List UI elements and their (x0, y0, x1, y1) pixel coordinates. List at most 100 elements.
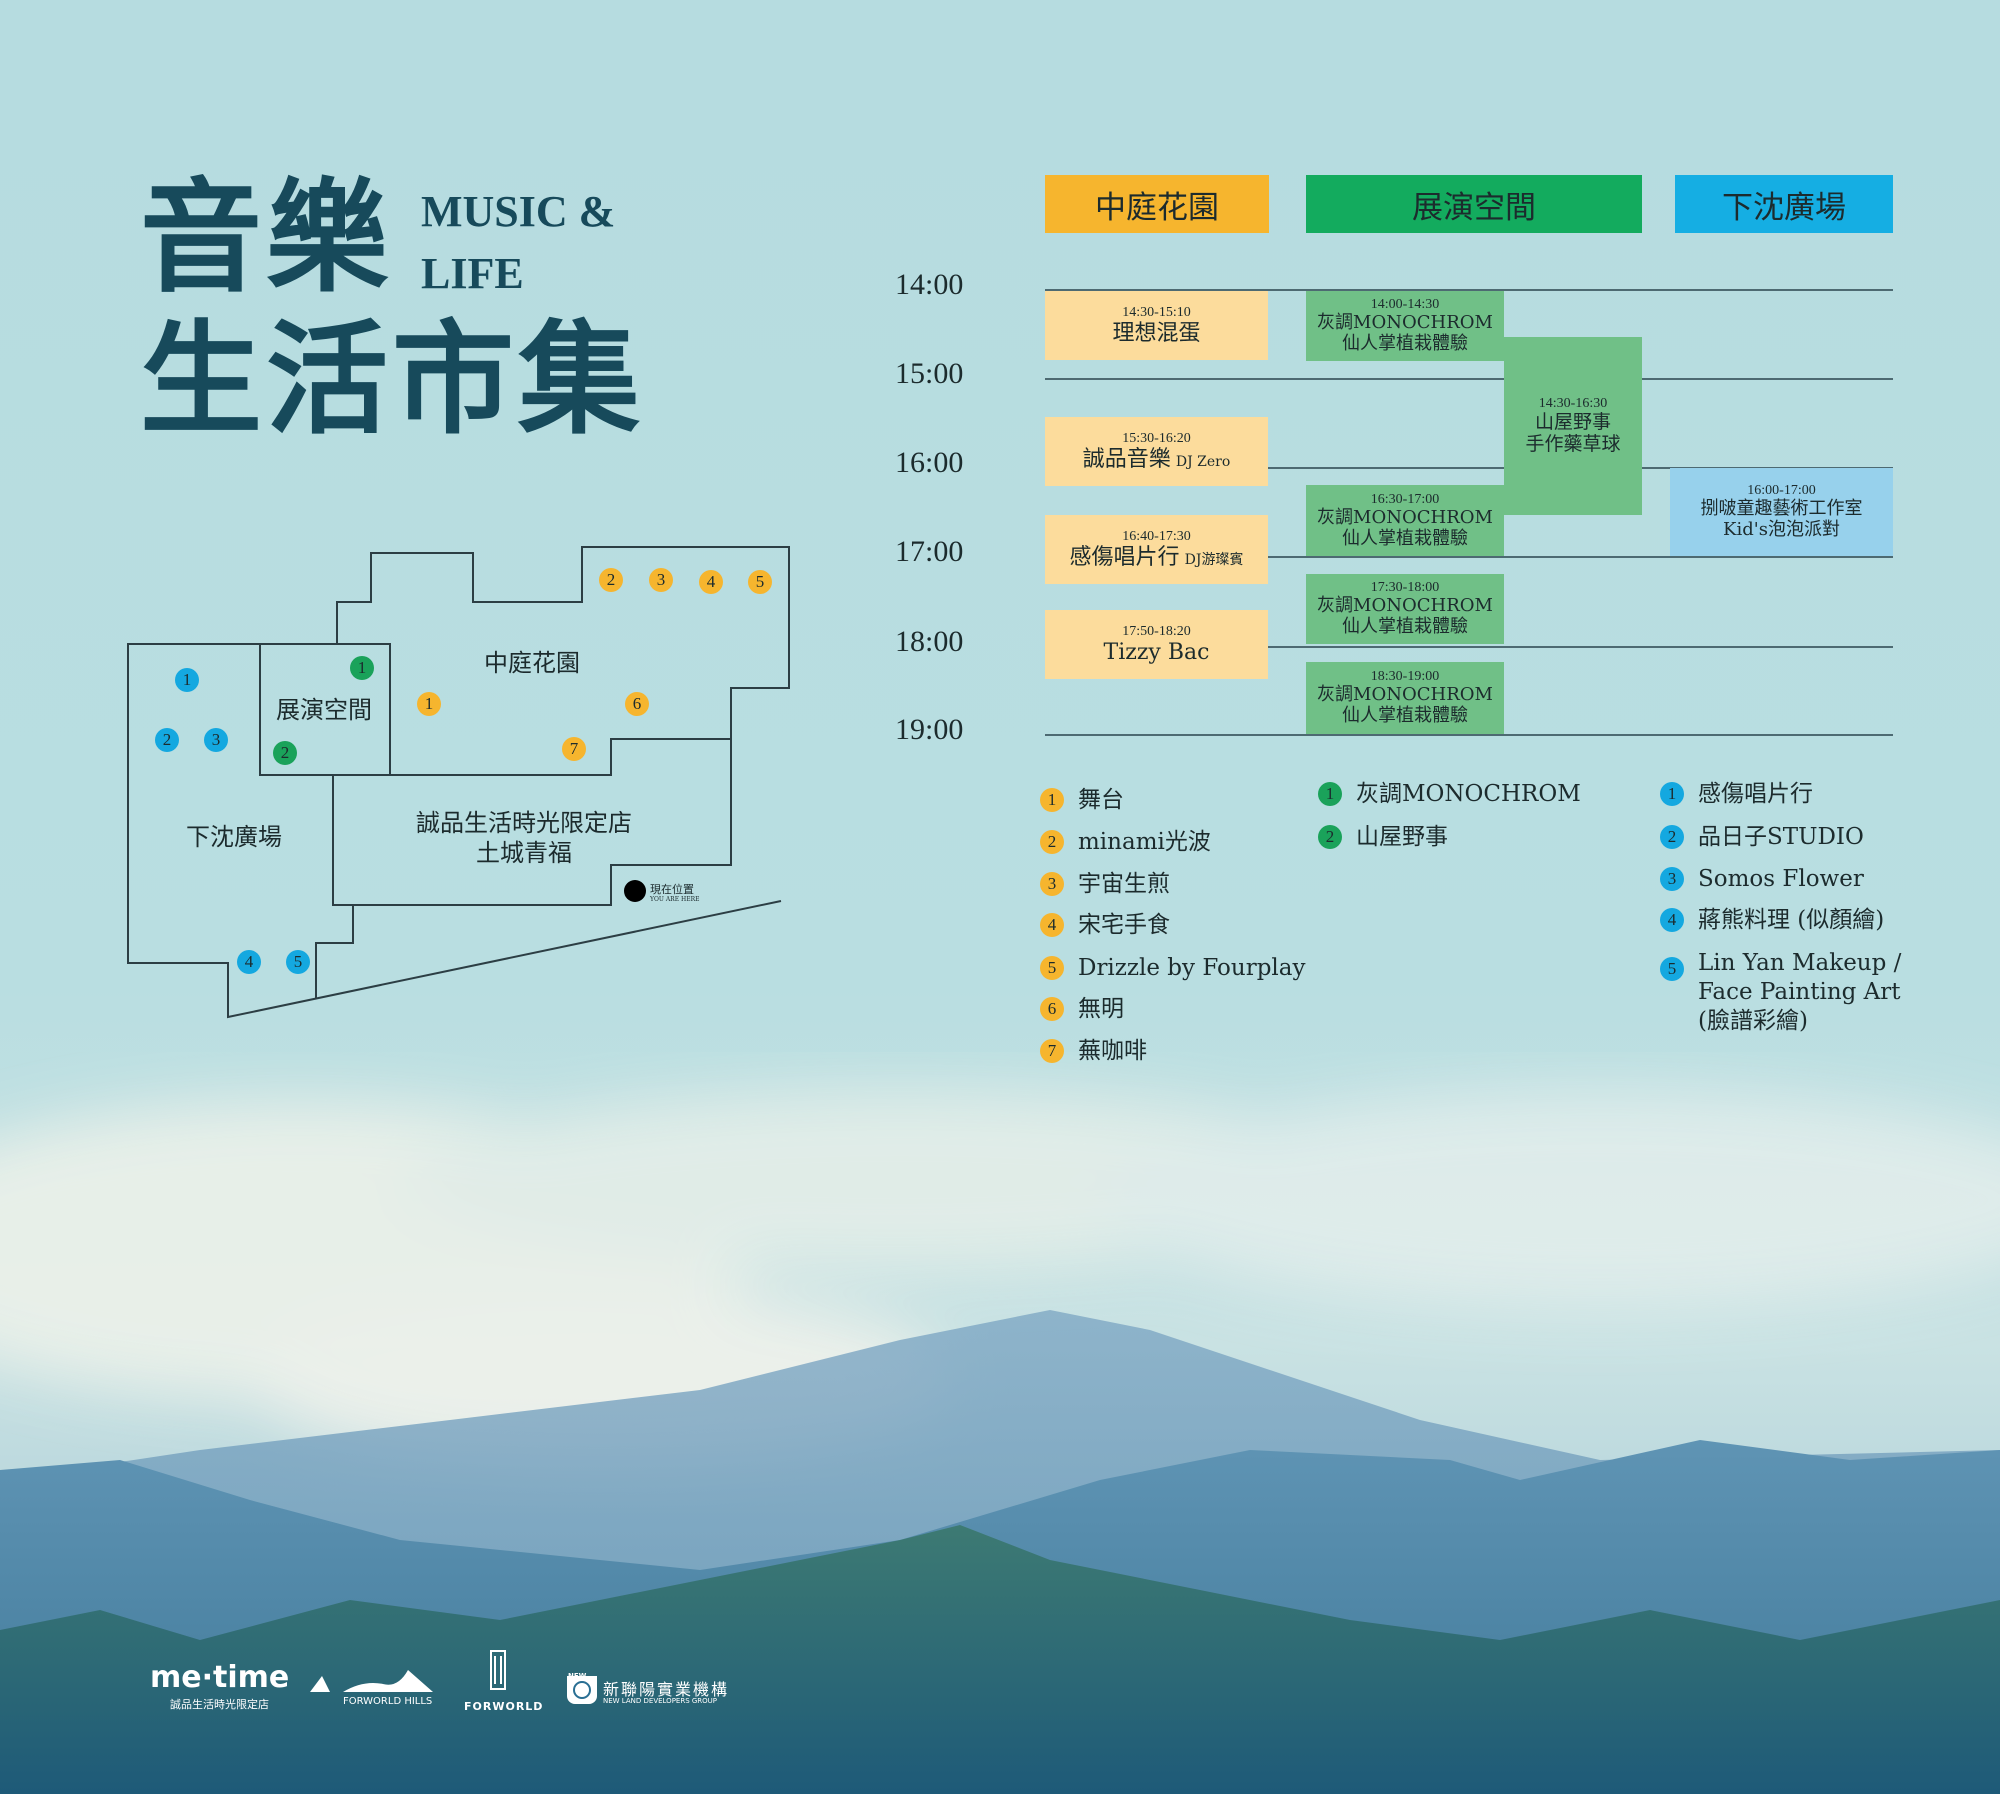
event-title: 山屋野事 (1534, 411, 1611, 434)
event-title-2: 仙人掌植栽體驗 (1342, 705, 1468, 727)
forworld-mark-icon (490, 1650, 506, 1690)
time-label: 17:00 (895, 535, 964, 568)
new-land-logo-zh: 新聯陽實業機構 (603, 1680, 730, 1699)
legend-number: 3 (1040, 872, 1064, 896)
legend-label: Lin Yan Makeup / (1698, 950, 1902, 976)
event-time: 15:30-16:20 (1122, 430, 1191, 446)
metime-logo-sub: 誠品生活時光限定店 (170, 1698, 269, 1711)
event-title-2: 仙人掌植栽體驗 (1342, 333, 1468, 355)
time-label: 18:00 (895, 625, 964, 658)
legend-item: 5 Drizzle by Fourplay (1040, 954, 1305, 983)
new-land-badge: NEW (568, 1672, 587, 1680)
event-subtitle: DJ Zero (1175, 453, 1231, 470)
time-label: 14:00 (895, 268, 964, 301)
event-title: 捌啵童趣藝術工作室 (1700, 498, 1863, 520)
map-label-store: 誠品生活時光限定店 (416, 809, 632, 837)
legend-number: 5 (1040, 956, 1064, 980)
legend-number: 4 (1660, 908, 1684, 932)
legend-label: Drizzle by Fourplay (1078, 955, 1306, 981)
legend-item: 4 蔣熊料理 (似顏繪) (1660, 906, 1884, 935)
map-marker-blue-2: 2 (155, 728, 179, 752)
map-marker-blue-1: 1 (175, 668, 199, 692)
title-en-music: MUSIC & (421, 187, 616, 236)
event-time: 14:30-15:10 (1122, 304, 1191, 320)
event-title-2: 仙人掌植栽體驗 (1342, 527, 1468, 549)
event-title-2: 手作藥草球 (1525, 433, 1621, 456)
map-marker-yellow-1: 1 (417, 692, 441, 716)
map-marker-blue-4: 4 (237, 950, 261, 974)
forworld-hills-mark-icon (310, 1670, 433, 1692)
hour-line (1045, 378, 1893, 380)
legend-label: 宇宙生煎 (1078, 871, 1170, 897)
map-marker-yellow-2: 2 (599, 568, 623, 592)
event-title: 誠品音樂 (1082, 446, 1171, 472)
venue-header-plaza: 下沈廣場 (1675, 175, 1893, 233)
event-time: 16:40-17:30 (1122, 528, 1191, 544)
legend-label: 無明 (1078, 996, 1124, 1022)
time-label: 15:00 (895, 357, 964, 390)
new-land-logo-en: NEW LAND DEVELOPERS GROUP (603, 1697, 718, 1705)
legend-number: 1 (1660, 782, 1684, 806)
map-marker-green-1: 1 (350, 656, 374, 680)
map-marker-yellow-6: 6 (625, 692, 649, 716)
event-title: 灰調MONOCHROM (1317, 506, 1493, 528)
event-time: 18:30-19:00 (1370, 669, 1440, 685)
hour-line (1045, 289, 1893, 291)
map-marker-yellow-3: 3 (649, 568, 673, 592)
legend-item: 3 宇宙生煎 (1040, 870, 1170, 899)
event-title: 灰調MONOCHROM (1317, 684, 1493, 706)
legend-number: 7 (1040, 1039, 1064, 1063)
legend-number: 6 (1040, 997, 1064, 1021)
legend-number: 1 (1318, 782, 1342, 806)
event-title-2: 仙人掌植栽體驗 (1342, 616, 1468, 638)
title-zh-market: 生活市集 (140, 307, 644, 451)
legend-label: 感傷唱片行 (1698, 781, 1813, 807)
legend-label: 品日子STUDIO (1698, 824, 1864, 850)
hour-line (1045, 556, 1893, 558)
venue-header-courtyard: 中庭花園 (1045, 175, 1269, 233)
legend-item: 2 minami光波 (1040, 828, 1211, 857)
legend-label-3: (臉譜彩繪) (1698, 1007, 1808, 1034)
venue-header-exhibition: 展演空間 (1306, 175, 1642, 233)
event-title-2: Kid's泡泡派對 (1723, 519, 1840, 541)
legend-label: minami光波 (1078, 829, 1211, 855)
map-marker-green-2: 2 (273, 741, 297, 765)
event-subtitle: DJ游璨賓 (1184, 551, 1244, 568)
forworld-hills-logo: FORWORLD HILLS (343, 1696, 433, 1707)
event-time: 16:30-17:00 (1370, 491, 1440, 507)
you-are-here-dot (624, 880, 646, 902)
legend-number: 3 (1660, 867, 1684, 891)
title-zh-music: 音樂 (140, 165, 392, 309)
event-time: 16:00-17:00 (1747, 483, 1816, 499)
floor-map (127, 546, 790, 1019)
legend-number: 2 (1040, 830, 1064, 854)
map-label-store-2: 土城青福 (476, 839, 572, 867)
map-marker-yellow-5: 5 (748, 570, 772, 594)
hour-line (1045, 734, 1893, 736)
legend-label: 宋宅手食 (1078, 912, 1170, 938)
event-title: 灰調MONOCHROM (1317, 595, 1493, 617)
map-label-courtyard: 中庭花園 (484, 649, 580, 677)
map-marker-yellow-7: 7 (562, 737, 586, 761)
new-land-globe-icon (567, 1676, 597, 1704)
event-title: 灰調MONOCHROM (1317, 312, 1493, 334)
legend-label: 山屋野事 (1356, 824, 1448, 850)
event-title: 感傷唱片行 (1069, 544, 1180, 570)
legend-label: 蔣熊料理 (似顏繪) (1698, 907, 1885, 933)
legend-number: 2 (1318, 825, 1342, 849)
legend-number: 1 (1040, 788, 1064, 812)
legend-item: 2 山屋野事 (1318, 823, 1448, 852)
event-title: 理想混蛋 (1112, 320, 1201, 346)
event-title: Tizzy Bac (1103, 639, 1210, 665)
